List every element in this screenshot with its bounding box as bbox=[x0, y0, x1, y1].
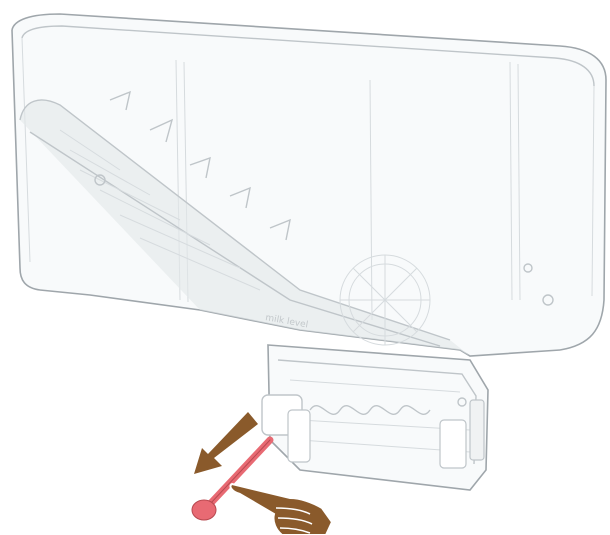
dispenser-mechanism bbox=[262, 345, 488, 490]
transparent-container: milk level bbox=[12, 14, 606, 356]
pointing-hand-icon bbox=[230, 484, 332, 535]
